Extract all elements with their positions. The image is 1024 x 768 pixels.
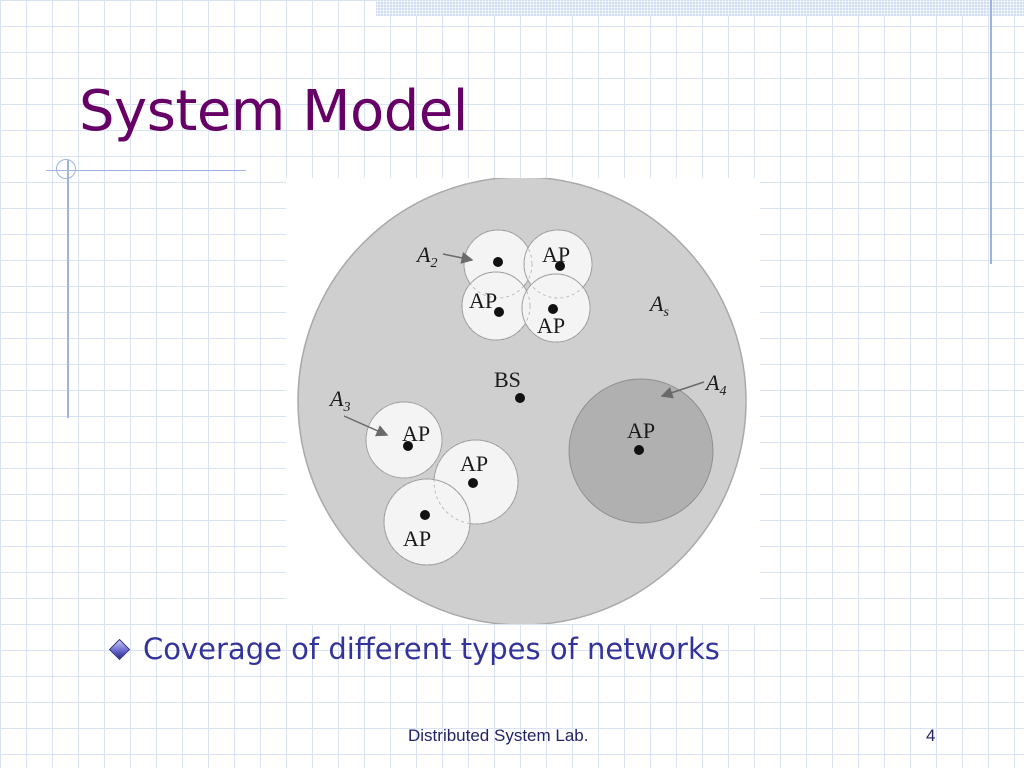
ap-label: AP [402, 421, 430, 446]
cluster-a2: AP AP AP [461, 229, 593, 343]
access-point-dot [493, 257, 503, 267]
arrow-to-a4 [660, 381, 705, 399]
ap-label: AP [469, 288, 497, 313]
arrow-to-a3 [343, 415, 389, 437]
slide-title: System Model [79, 79, 468, 144]
base-station-label: BS [494, 367, 521, 392]
access-point-dot [548, 304, 558, 314]
bullet-text: Coverage of different types of networks [143, 632, 720, 666]
title-underline-rule [46, 170, 246, 171]
ap-label: AP [542, 242, 570, 267]
title-corner-ornament [56, 159, 76, 179]
access-point-dot [494, 307, 504, 317]
coverage-diagram-svg: AP AP AP AP AP AP AP BS A [297, 178, 747, 624]
area-a4-label: A4 [704, 370, 726, 399]
ap-coverage-cell [383, 478, 471, 566]
footer-text: Distributed System Lab. [408, 726, 589, 745]
ap-label: AP [460, 451, 488, 476]
area-service-label: As [648, 291, 669, 320]
cluster-a3: AP AP AP [365, 401, 519, 566]
ap-label: AP [403, 526, 431, 551]
access-point-dot [420, 510, 430, 520]
access-point-dot [403, 441, 413, 451]
ap-label: AP [537, 313, 565, 338]
base-station-dot [515, 393, 525, 403]
cluster-a4: AP [568, 378, 714, 524]
access-point-dot [634, 445, 644, 455]
access-point-dot [555, 261, 565, 271]
coverage-diagram: AP AP AP AP AP AP AP BS A [286, 178, 760, 624]
diamond-bullet-icon [108, 638, 131, 661]
arrow-to-a2 [442, 251, 474, 264]
left-decorative-rule [67, 160, 69, 418]
area-a3-label: A3 [328, 386, 350, 415]
area-a2-label: A2 [415, 242, 437, 271]
right-decorative-rule [990, 0, 992, 264]
page-number: 4 [926, 726, 936, 745]
ap-label: AP [627, 418, 655, 443]
top-decorative-band [376, 0, 1024, 16]
access-point-dot [468, 478, 478, 488]
